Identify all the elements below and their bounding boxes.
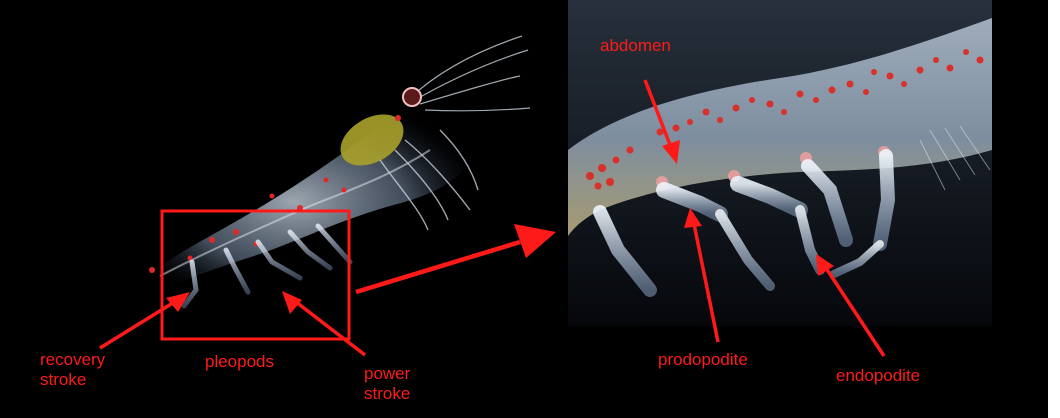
recovery-stroke-arrow <box>100 301 176 348</box>
power-stroke-arrow-head <box>282 291 302 314</box>
recovery-stroke-label: recovery stroke <box>40 350 105 390</box>
krill-whole-body <box>108 36 530 308</box>
recovery-stroke-label-line1: recovery <box>40 350 105 370</box>
power-stroke-label: power stroke <box>364 364 410 404</box>
recovery-stroke-label-line2: stroke <box>40 370 105 390</box>
power-stroke-arrow <box>296 302 365 355</box>
power-stroke-label-line2: stroke <box>364 384 410 404</box>
power-stroke-label-line1: power <box>364 364 410 384</box>
prodopodite-label: prodopodite <box>658 350 748 370</box>
zoom-arrow-head <box>514 224 556 258</box>
zoom-arrow <box>356 242 520 292</box>
pleopods-label: pleopods <box>205 352 274 372</box>
endopodite-label: endopodite <box>836 366 920 386</box>
abdomen-label: abdomen <box>600 36 671 56</box>
